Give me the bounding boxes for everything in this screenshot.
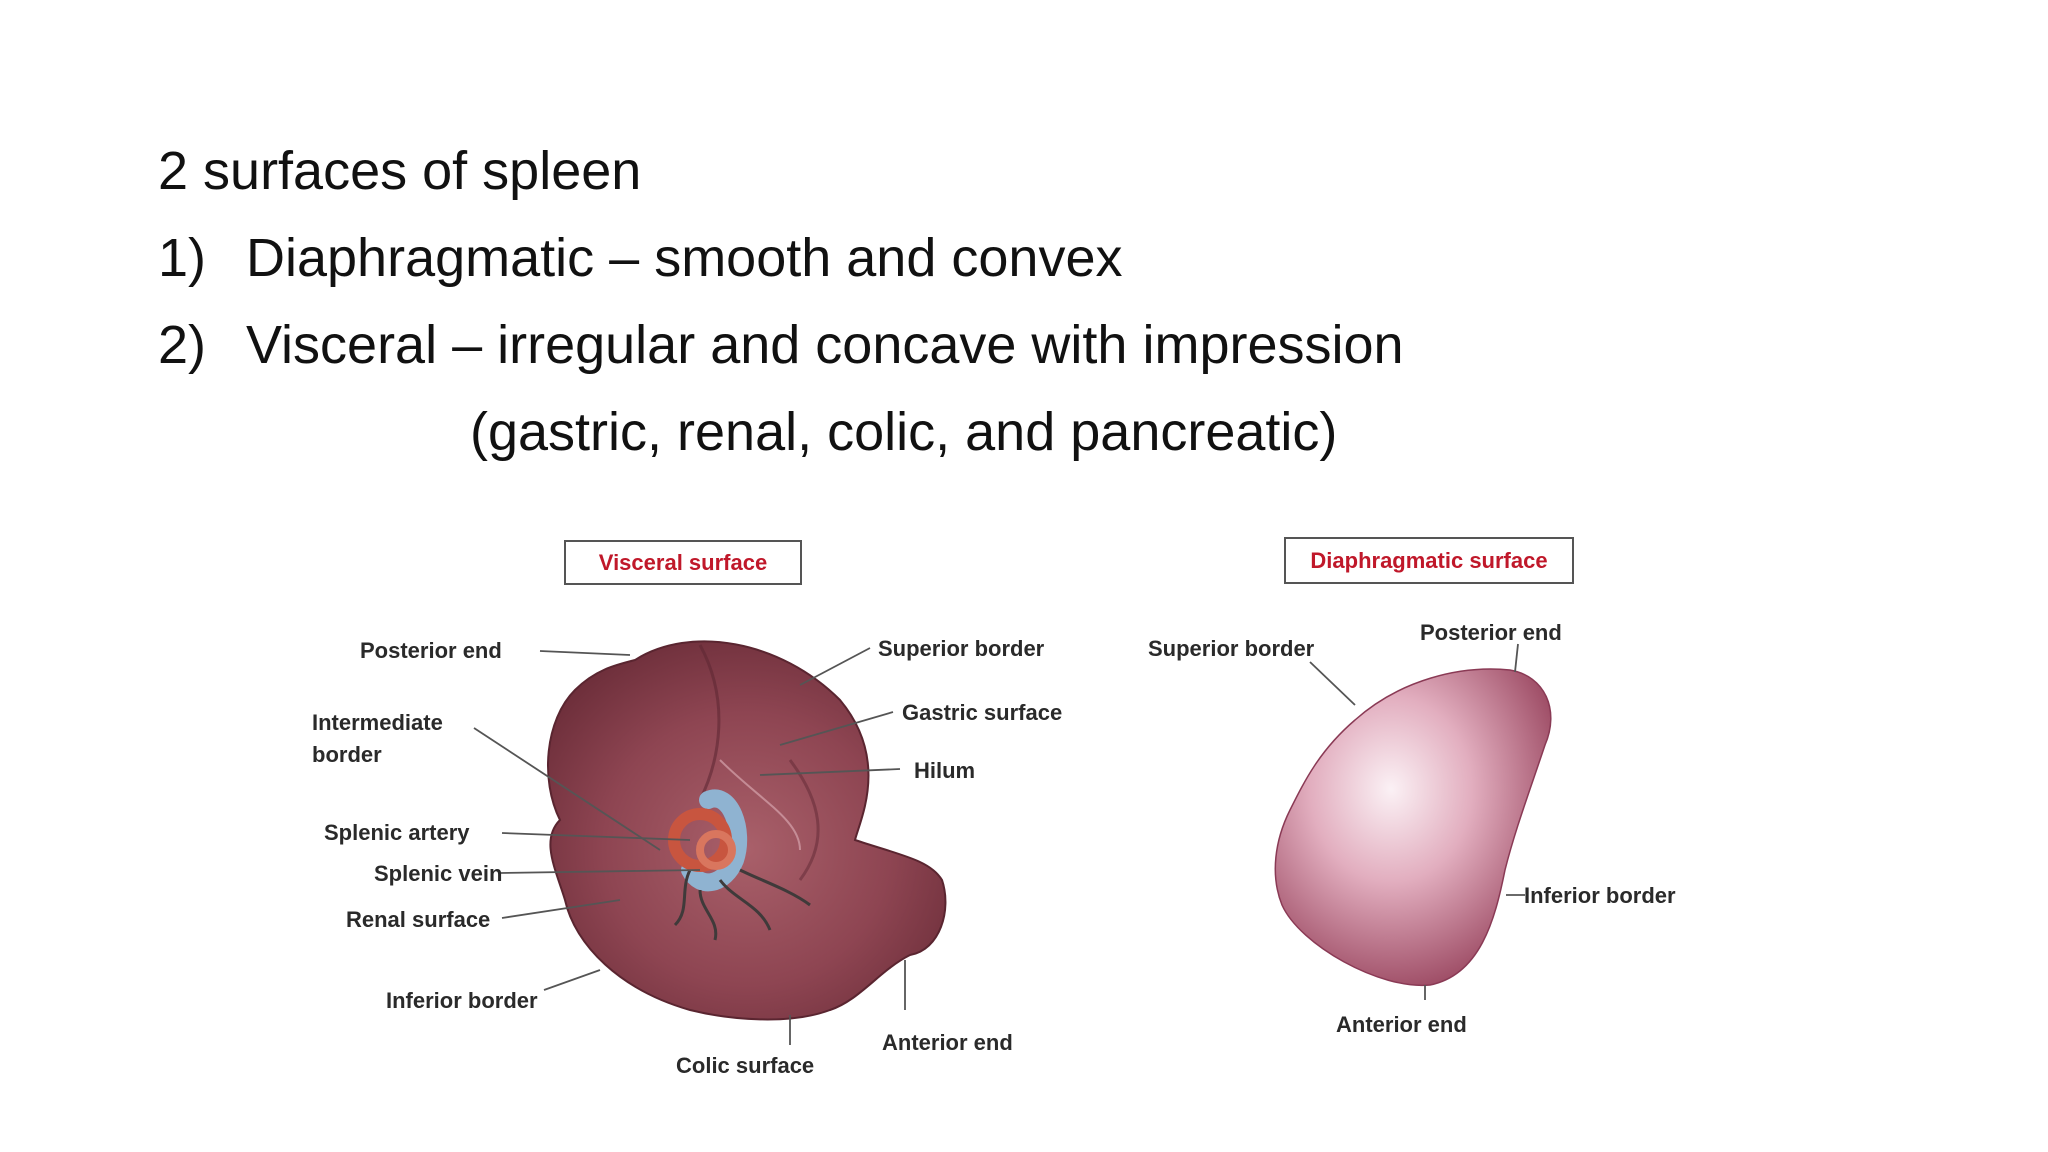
diaph-label-inferior-border: Inferior border [1524, 883, 1676, 908]
list-item-2: 2) Visceral – irregular and concave with … [158, 302, 1404, 389]
label-colic-surface: Colic surface [676, 1053, 814, 1078]
visceral-fold-line [698, 644, 721, 801]
list-item-1: 1) Diaphragmatic – smooth and convex [158, 215, 1404, 302]
diaphragmatic-spleen-shape [1274, 668, 1552, 987]
label-renal-surface: Renal surface [346, 907, 490, 932]
visceral-title: Visceral surface [599, 550, 767, 575]
visceral-spleen-shape [547, 640, 947, 1021]
label-splenic-vein: Splenic vein [374, 861, 502, 886]
diaph-label-anterior-end: Anterior end [1336, 1012, 1467, 1037]
diaphragmatic-title-box [1284, 537, 1574, 584]
label-gastric-surface: Gastric surface [902, 700, 1062, 725]
label-anterior-end: Anterior end [882, 1030, 1013, 1055]
list-item-1-number: 1) [158, 228, 207, 288]
diaphragmatic-figure: Diaphragmatic surface Superior border Po… [1148, 537, 1676, 1037]
diaph-label-superior-border: Superior border [1148, 636, 1315, 661]
list-item-2-text: Visceral – irregular and concave with im… [246, 315, 1404, 375]
label-hilum: Hilum [914, 758, 975, 783]
label-splenic-artery: Splenic artery [324, 820, 470, 845]
vessel-branches [673, 868, 811, 941]
list-item-1-text: Diaphragmatic – smooth and convex [246, 228, 1123, 288]
label-posterior-end: Posterior end [360, 638, 502, 663]
visceral-leader-lines [473, 647, 906, 1045]
splenic-vein-shape [681, 789, 748, 892]
list-item-2-number: 2) [158, 315, 207, 375]
label-intermediate-border-1: Intermediate [312, 710, 443, 735]
diaphragmatic-leader-lines [1309, 643, 1525, 1000]
slide-heading: 2 surfaces of spleen [158, 141, 642, 201]
label-superior-border: Superior border [878, 636, 1045, 661]
list-item-2-continuation: (gastric, renal, colic, and pancreatic) [470, 402, 1338, 462]
label-inferior-border: Inferior border [386, 988, 538, 1013]
splenic-artery-inner [696, 830, 736, 870]
visceral-title-box [564, 540, 802, 585]
diaph-label-posterior-end: Posterior end [1420, 620, 1562, 645]
label-intermediate-border-2: border [312, 742, 382, 767]
hilum-ridge [719, 759, 801, 851]
visceral-figure: Visceral surface Posterior end Intermedi… [312, 540, 1062, 1078]
diaphragmatic-title: Diaphragmatic surface [1310, 548, 1547, 573]
slide-text-block: 2 surfaces of spleen 1) Diaphragmatic – s… [158, 128, 1404, 476]
